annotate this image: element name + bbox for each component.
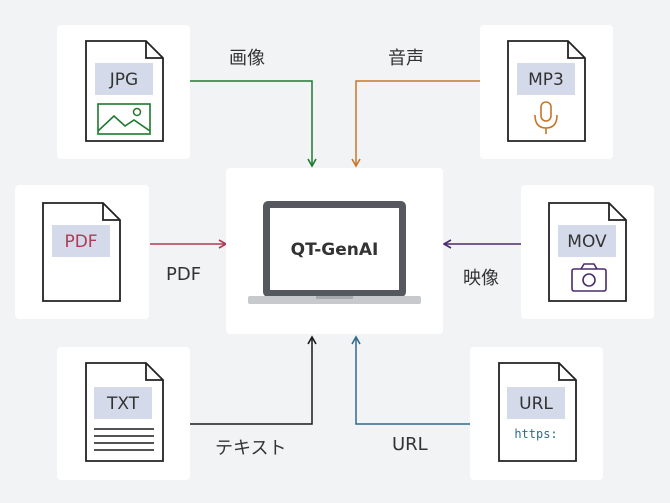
pdf-ext-label: PDF [64,232,98,252]
url-ext-label: URL [519,394,553,414]
laptop-icon [248,201,421,304]
url-card: URL https: [470,347,603,480]
arrow-url [351,335,470,425]
arrow-image [190,80,317,168]
label-pdf: PDF [166,264,202,285]
microphone-icon [534,101,558,134]
mov-card: MOV [521,185,654,319]
label-text: テキスト [215,438,287,459]
label-video: 映像 [463,268,499,289]
document-icon [507,40,586,142]
image-icon [97,103,151,135]
label-audio: 音声 [388,48,424,69]
mov-ext-label: MOV [567,232,607,252]
jpg-card: JPG [57,25,190,159]
txt-card: TXT [57,347,190,480]
center-card: QT-GenAI [226,168,443,334]
txt-ext-label: TXT [106,394,140,414]
label-image: 画像 [229,48,265,69]
label-url: URL [392,434,428,455]
arrow-audio [351,80,480,168]
jpg-ext-label: JPG [109,70,139,90]
mp3-card: MP3 [480,25,613,159]
center-title: QT-GenAI [290,240,379,260]
document-icon [85,40,164,142]
camera-icon [571,263,607,292]
url-snippet: https: [514,427,558,441]
document-icon [42,202,121,302]
text-lines-icon [94,428,154,451]
mp3-ext-label: MP3 [528,70,564,90]
arrow-text [190,335,317,425]
document-icon [498,362,577,462]
pdf-card: PDF [15,185,149,319]
